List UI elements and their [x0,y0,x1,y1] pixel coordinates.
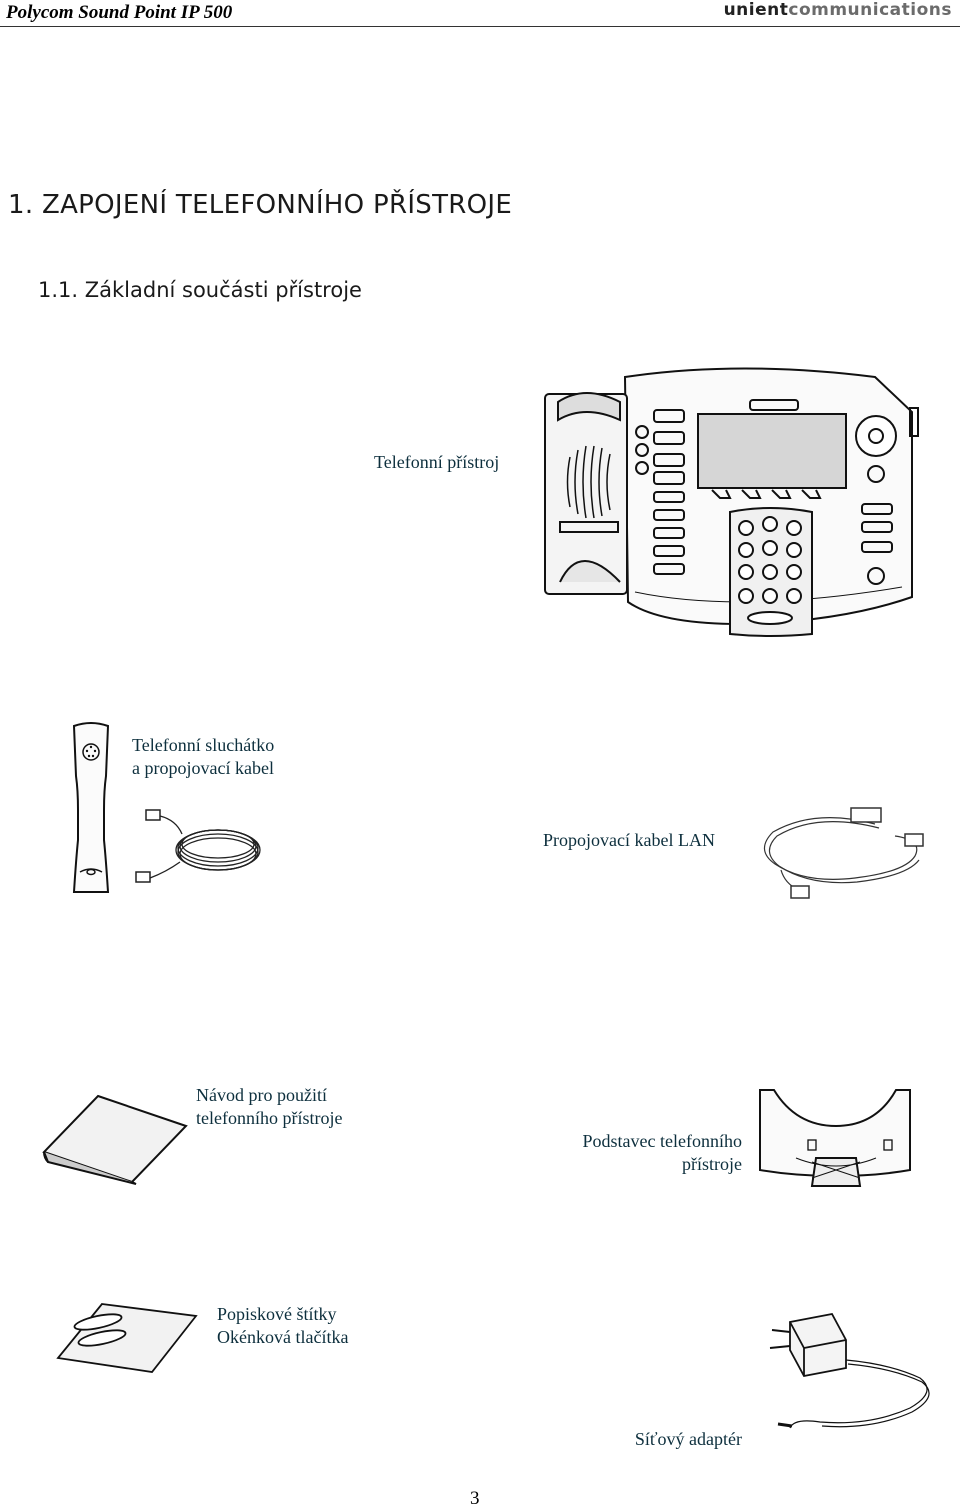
phone-label: Telefonní přístroj [374,452,500,472]
lan-cable-label: Propojovací kabel LAN [543,830,715,850]
manual-label-line-1: Návod pro použití [196,1085,327,1105]
brand-logo-bold: unient [723,0,789,20]
subsection-heading: 1.1. Základní součásti přístroje [38,278,362,302]
phone-stand-illustration [759,1089,911,1187]
power-adapter-label: Síťový adaptér [634,1429,742,1449]
stand-label-line-2: přístroje [682,1154,742,1174]
document-header-title: Polycom Sound Point IP 500 [6,2,233,23]
handset-label-line-1: Telefonní sluchátko [132,735,275,755]
coiled-cord-illustration [135,809,261,883]
labels-label-line-2: Okénková tlačítka [217,1327,349,1347]
section-heading: 1. ZAPOJENÍ TELEFONNÍHO PŘÍSTROJE [8,190,513,220]
page-number: 3 [470,1488,480,1509]
manual-label-line-2: telefonního přístroje [196,1108,343,1128]
brand-logo: unientcommunications [724,0,952,20]
labels-label-line-1: Popiskové štítky [217,1304,337,1324]
handset-illustration [72,722,110,893]
label-sheet-illustration [56,1303,198,1373]
power-adapter-illustration [769,1312,930,1429]
lan-cable-illustration [763,807,924,899]
stand-label-line-1: Podstavec telefonního [582,1131,742,1151]
brand-logo-light: communications [788,0,952,20]
handset-label-line-2: a propojovací kabel [132,758,274,778]
header-divider [0,26,960,27]
manual-booklet-illustration [42,1094,188,1185]
desk-phone-illustration [544,367,919,637]
